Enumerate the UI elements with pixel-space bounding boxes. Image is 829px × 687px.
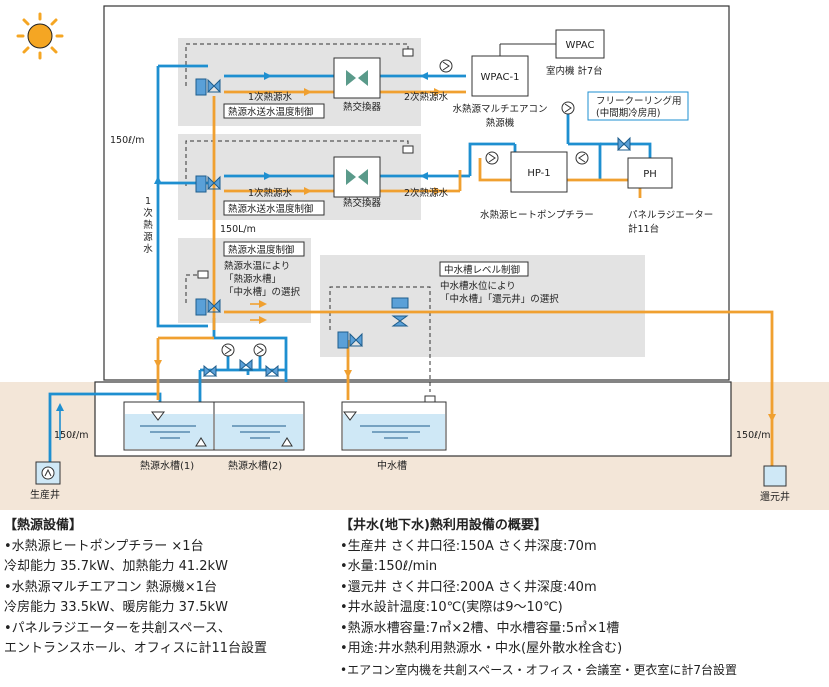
overview-line: •井水設計温度:10℃(実際は9〜10℃)	[340, 600, 563, 615]
hp1-box	[510, 151, 568, 193]
equipment-line: エントランスホール、オフィスに計11台設置	[4, 641, 268, 656]
wpac1-caption-1: 水熱源マルチエアコン	[452, 103, 547, 115]
control-label-b: 熱源水送水温度制御	[228, 203, 314, 215]
wpac1-box	[471, 55, 529, 97]
ph-label: PH	[643, 169, 657, 180]
ph-box	[627, 157, 673, 189]
equipment-line: •パネルラジエーターを共創スペース、	[4, 620, 231, 636]
well-water-system-diagram: WPAC 室内機 計7台 WPAC-1 水熱源マルチエアコン 熱源機 HP-1 …	[0, 5, 829, 510]
three-way-valve-level	[337, 331, 364, 349]
overview-line: •用途:井水熱利用熱源水・中水(屋外散水栓含む)	[340, 641, 623, 656]
level-control-valve	[391, 297, 409, 327]
gray-water-tank-label: 中水槽	[377, 459, 407, 472]
three-way-valve-upper	[195, 78, 222, 96]
tank-2-label: 熱源水槽(2)	[228, 459, 282, 472]
equipment-line: 冷却能力 35.7kW、加熱能力 41.2kW	[4, 559, 228, 574]
secondary-water-label-b: 2次熱源水	[404, 187, 449, 199]
primary-water-label-a: 1次熱源水	[248, 91, 293, 103]
heat-exchanger-lower	[333, 156, 381, 198]
wpac-label: WPAC	[566, 40, 595, 51]
heat-source-equipment-notes: 【熱源設備】 •水熱源ヒートポンプチラー ×1台 冷却能力 35.7kW、加熱能…	[4, 516, 267, 660]
level-control-line-1: 中水槽水位により	[440, 280, 516, 292]
pump-hp-icon	[485, 151, 499, 165]
temp-control-line-1: 熱源水温により	[224, 260, 290, 272]
free-cooling-callout	[587, 91, 689, 121]
overview-heading: 【井水(地下水)熱利用設備の概要】	[340, 518, 547, 533]
three-way-valve-temp	[195, 298, 222, 316]
overview-line: •生産井 さく井口径:150A さく井深度:70m	[340, 538, 597, 554]
equipment-line: 冷房能力 33.5kW、暖房能力 37.5kW	[4, 600, 228, 615]
hx-label-a: 熱交換器	[343, 101, 382, 113]
overview-line: •水量:150ℓ/min	[340, 559, 438, 574]
level-control-line-2: 「中水槽」「還元井」の選択	[440, 293, 559, 305]
production-well	[35, 461, 61, 485]
panel-caption-1: パネルラジエーター	[628, 210, 713, 221]
production-well-label: 生産井	[30, 488, 60, 501]
svg-text:熱: 熱	[143, 219, 153, 231]
hp1-label: HP-1	[527, 168, 550, 179]
flow-label-mid: 150L/m	[220, 224, 256, 235]
pump-basement-1-icon	[221, 343, 235, 357]
temp-control-title: 熱源水温度制御	[228, 244, 295, 256]
free-cooling-label-1: フリークーリング用	[596, 95, 682, 107]
panel-caption-2: 計11台	[628, 223, 659, 235]
pump-basement-2-icon	[253, 343, 267, 357]
sun-icon	[16, 12, 64, 60]
wpac1-label: WPAC-1	[481, 72, 520, 83]
free-cooling-label-2: (中間期冷房用)	[596, 107, 660, 119]
return-well	[763, 465, 787, 487]
three-way-valve-lower	[195, 175, 222, 193]
flow-label-right: 150ℓ/m	[736, 430, 771, 441]
equipment-heading: 【熱源設備】	[4, 518, 83, 533]
overview-line: •エアコン室内機を共創スペース・オフィス・会議室・更衣室に計7台設置	[340, 662, 738, 677]
return-well-label: 還元井	[760, 490, 790, 503]
wpac-indoor-label: 室内機 計7台	[546, 65, 603, 77]
overview-line: •還元井 さく井口径:200A さく井深度:40m	[340, 579, 597, 595]
free-cooling-valve	[616, 136, 632, 151]
control-label-a: 熱源水送水温度制御	[228, 106, 314, 118]
equipment-line: •水熱源マルチエアコン 熱源機×1台	[4, 579, 217, 595]
heat-exchanger-upper	[333, 57, 381, 99]
temp-control-line-2: 「熱源水槽」	[224, 273, 281, 285]
temp-control-line-3: 「中水槽」の選択	[224, 286, 301, 298]
hp-caption: 水熱源ヒートポンプチラー	[480, 209, 594, 221]
flow-label-left: 150ℓ/m	[54, 430, 89, 441]
svg-text:1: 1	[145, 196, 151, 207]
svg-text:次: 次	[143, 207, 153, 219]
pump-wpac-icon	[439, 59, 453, 73]
level-control-title: 中水槽レベル制御	[444, 264, 520, 276]
flow-label-top: 150ℓ/m	[110, 135, 145, 146]
svg-text:水: 水	[143, 243, 153, 255]
wpac-box	[555, 29, 605, 59]
wpac1-caption-2: 熱源機	[486, 117, 515, 129]
pump-free-cooling-icon	[561, 101, 575, 115]
vertical-primary-water-label: 1 次 熱 源 水	[143, 196, 153, 255]
basement-valves	[202, 358, 280, 377]
well-water-overview-notes: 【井水(地下水)熱利用設備の概要】 •生産井 さく井口径:150A さく井深度:…	[340, 516, 737, 680]
pump-hp-secondary-icon	[575, 151, 589, 165]
svg-text:源: 源	[143, 232, 153, 243]
secondary-water-label-a: 2次熱源水	[404, 91, 449, 103]
hx-label-b: 熱交換器	[343, 197, 382, 209]
tank-1-label: 熱源水槽(1)	[140, 459, 194, 472]
primary-water-label-b: 1次熱源水	[248, 187, 293, 199]
overview-line: •熱源水槽容量:7㎥×2槽、中水槽容量:5㎥×1槽	[340, 620, 620, 636]
equipment-line: •水熱源ヒートポンプチラー ×1台	[4, 538, 204, 554]
